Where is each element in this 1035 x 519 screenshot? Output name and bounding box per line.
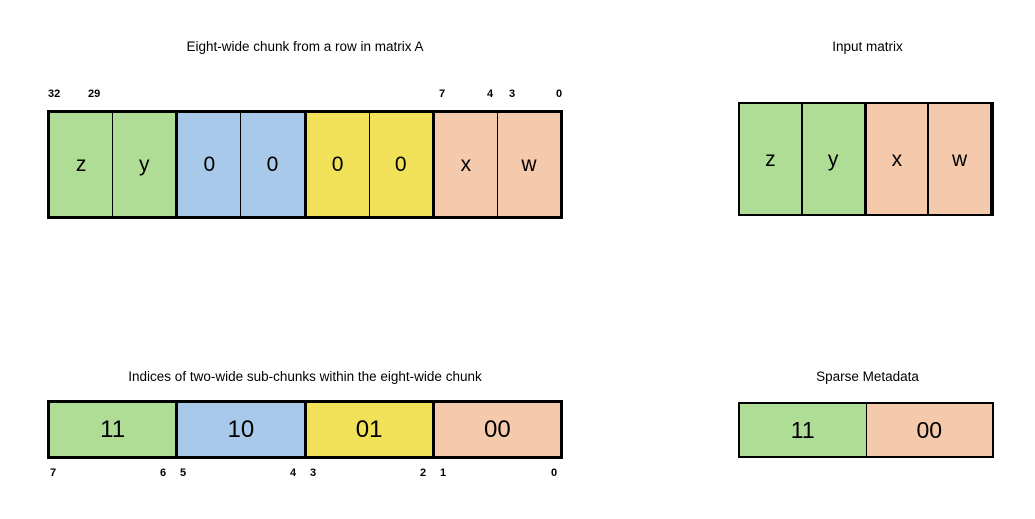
- indices-cell: 00: [434, 403, 560, 456]
- indices-bit-tick: 4: [290, 467, 297, 479]
- chunk-bit-tick: 29: [88, 88, 101, 100]
- indices-title: Indices of two-wide sub-chunks within th…: [128, 369, 482, 384]
- indices-panel: Indices of two-wide sub-chunks within th…: [0, 360, 610, 500]
- indices-bit-tick: 0: [551, 467, 558, 479]
- chunk-bit-tick: 0: [556, 88, 563, 100]
- input-matrix-cell: y: [802, 104, 867, 214]
- chunk-top-tick-row: 32 29 7 4 3 0: [0, 0, 610, 110]
- chunk-bit-tick: 4: [487, 88, 494, 100]
- chunk-cell: z: [50, 113, 114, 216]
- indices-cell: 11: [50, 403, 179, 456]
- indices-cell: 01: [306, 403, 435, 456]
- chunk-cell: y: [113, 113, 179, 216]
- indices-cell: 10: [178, 403, 307, 456]
- indices-bit-tick: 7: [50, 467, 57, 479]
- indices-bottom-tick-row: 7 6 5 4 3 2 1 0: [0, 459, 610, 489]
- chunk-cell: 0: [369, 113, 435, 216]
- chunk-cell: 0: [306, 113, 370, 216]
- input-matrix-cell: z: [740, 104, 803, 214]
- input-matrix-title: Input matrix: [832, 39, 903, 54]
- chunk-cell: x: [434, 113, 498, 216]
- chunk-cell: 0: [178, 113, 242, 216]
- chunk-cell: 0: [241, 113, 307, 216]
- input-matrix-cell: x: [866, 104, 930, 214]
- chunk-bit-tick: 32: [48, 88, 61, 100]
- chunk-cell: w: [497, 113, 560, 216]
- chunk-title: Eight-wide chunk from a row in matrix A: [186, 39, 424, 54]
- chunk-bit-tick: 7: [439, 88, 446, 100]
- indices-bit-tick: 6: [160, 467, 167, 479]
- sparse-metadata-title: Sparse Metadata: [816, 369, 919, 384]
- indices-bit-tick: 1: [440, 467, 447, 479]
- sparse-metadata-cell: 00: [866, 404, 992, 456]
- indices-bit-tick: 3: [310, 467, 317, 479]
- indices-bit-tick: 5: [180, 467, 187, 479]
- indices-bit-tick: 2: [420, 467, 427, 479]
- sparse-metadata-cell: 11: [740, 404, 867, 456]
- chunk-bit-tick: 3: [509, 88, 516, 100]
- chunk-panel: Eight-wide chunk from a row in matrix A …: [0, 0, 610, 240]
- input-matrix-cell: w: [929, 104, 992, 214]
